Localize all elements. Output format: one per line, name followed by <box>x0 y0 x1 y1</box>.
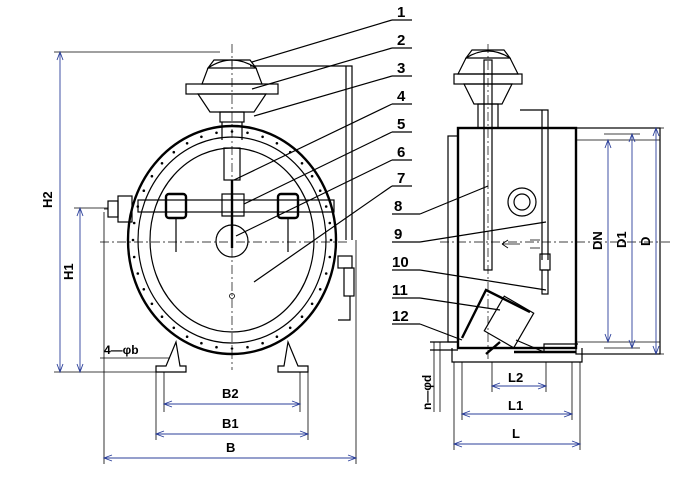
right-side-fitting <box>337 255 355 321</box>
sight-glass-outer <box>507 187 537 217</box>
rivet <box>261 341 264 345</box>
rivet <box>324 272 328 275</box>
rivet <box>185 335 189 339</box>
rivet <box>200 341 203 345</box>
drain-hole <box>229 293 235 299</box>
body-inner-ring <box>137 136 327 344</box>
side-stem <box>483 59 493 271</box>
rivet <box>230 130 234 133</box>
body-outer-ring <box>126 124 338 356</box>
left-side-fitting <box>104 195 133 223</box>
rivet <box>288 326 292 330</box>
dim-D: D <box>638 237 653 246</box>
rivet <box>172 326 176 330</box>
dim-H1: H1 <box>61 263 76 280</box>
rivet <box>318 189 322 192</box>
rivet <box>142 189 146 192</box>
rivet <box>172 150 176 154</box>
rivet <box>230 347 234 350</box>
flow-arrow <box>501 239 540 249</box>
sight-glass-inner <box>513 193 531 211</box>
side-view <box>430 44 670 363</box>
rivet <box>261 135 264 139</box>
rivet <box>275 142 279 145</box>
side-base <box>451 348 583 363</box>
rivet <box>136 272 140 275</box>
rivet <box>275 335 279 339</box>
dim-L1: L1 <box>508 398 523 413</box>
leaders <box>233 19 547 341</box>
rivet <box>328 221 332 225</box>
dim-flange-holes: n—φd <box>420 375 434 410</box>
rivet <box>160 315 164 319</box>
rivet <box>246 131 249 135</box>
pilot-pipe <box>250 65 353 240</box>
bypass-valve <box>460 288 578 355</box>
rivet <box>132 221 136 225</box>
rivet <box>324 205 328 208</box>
ring-rivets <box>131 130 333 350</box>
callout-1: 1 <box>397 4 405 21</box>
side-flange-left <box>447 135 459 343</box>
dim-B2: B2 <box>222 386 239 401</box>
rivet <box>150 302 154 306</box>
rivet <box>160 162 164 165</box>
rivet <box>328 255 332 259</box>
callout-2: 2 <box>397 32 405 49</box>
rivet <box>185 142 189 145</box>
rivet <box>329 238 333 242</box>
dim-DN: DN <box>590 231 605 250</box>
side-actuator <box>453 49 549 260</box>
rivet <box>215 345 218 349</box>
rivet <box>215 131 218 135</box>
actuator-cap <box>185 59 279 123</box>
rivet <box>300 162 304 165</box>
front-view <box>100 44 355 373</box>
dim-D1: D1 <box>614 231 629 248</box>
callout-labels: 1 2 3 4 5 6 7 8 9 10 11 12 <box>392 4 409 325</box>
rivet <box>132 255 136 259</box>
callout-8: 8 <box>394 198 402 215</box>
cross-beam <box>137 199 335 213</box>
rivet <box>310 302 314 306</box>
dim-bolt-holes: 4—φb <box>104 343 139 357</box>
dim-B: B <box>226 440 235 455</box>
callout-7: 7 <box>397 170 405 187</box>
callout-3: 3 <box>397 60 405 77</box>
side-dimensions: DN D1 D n—φd L2 L1 L <box>420 126 664 450</box>
callout-5: 5 <box>397 116 405 133</box>
callout-11: 11 <box>392 282 408 299</box>
rivet <box>142 288 146 291</box>
dim-H2: H2 <box>40 191 55 208</box>
rivet <box>310 174 314 178</box>
rivet <box>131 238 135 242</box>
rivet <box>318 288 322 291</box>
dim-L2: L2 <box>508 370 523 385</box>
callout-9: 9 <box>394 226 402 243</box>
callout-6: 6 <box>397 144 405 161</box>
center-disc <box>215 224 249 258</box>
rivet <box>246 345 249 349</box>
callout-4: 4 <box>397 88 406 105</box>
side-body <box>456 126 578 350</box>
center-hub <box>221 193 245 217</box>
dim-B1: B1 <box>222 416 239 431</box>
base-feet <box>155 339 309 373</box>
left-weight <box>164 192 188 220</box>
callout-12: 12 <box>392 308 409 325</box>
rivet <box>150 174 154 178</box>
callout-10: 10 <box>392 254 409 271</box>
dim-L: L <box>512 426 520 441</box>
rivet <box>200 135 203 139</box>
front-dimensions: H2 H1 4—φb B2 B1 B <box>40 50 358 464</box>
rivet <box>300 315 304 319</box>
